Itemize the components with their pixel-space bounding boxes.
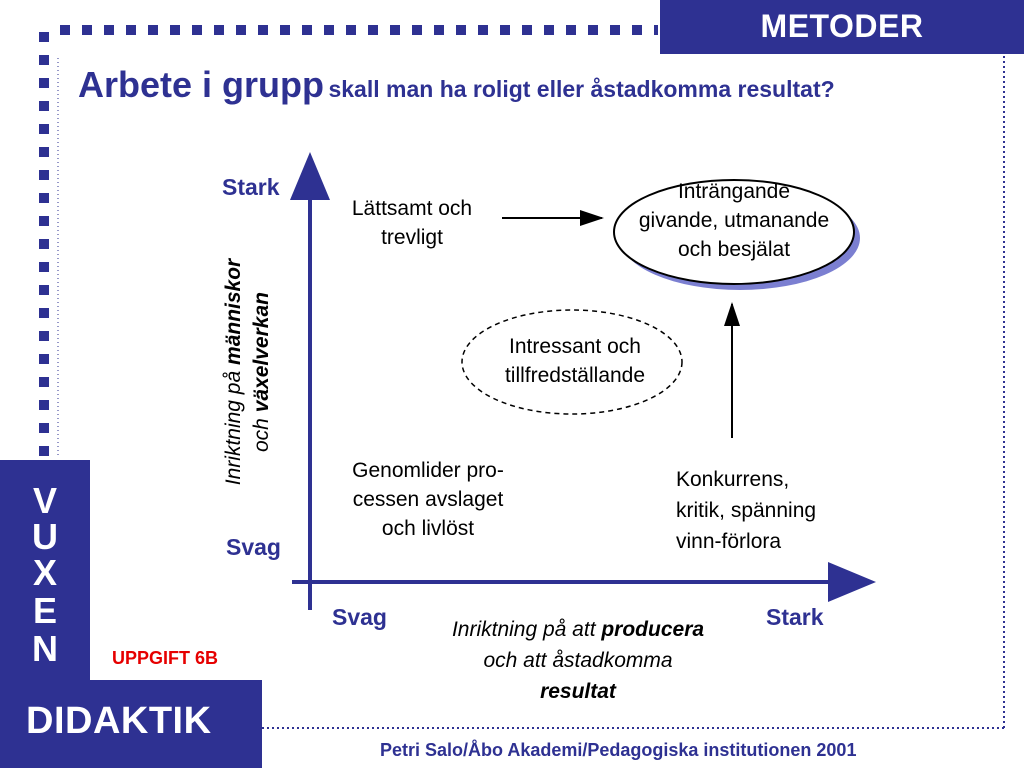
quadrant-text-line: cessen avslaget bbox=[352, 488, 504, 511]
brand-didaktik: DIDAKTIK bbox=[26, 700, 212, 742]
footer-credit: Petri Salo/Åbo Akademi/Pedagogiska insti… bbox=[380, 740, 857, 760]
title-main: Arbete i grupp bbox=[78, 64, 325, 105]
task-label: UPPGIFT 6B bbox=[112, 648, 219, 668]
quadrant-text-line: tillfredställande bbox=[504, 364, 646, 387]
brand-letter: X bbox=[32, 552, 57, 593]
x-title-bold: producera bbox=[601, 618, 705, 641]
brand-letter: V bbox=[32, 480, 57, 521]
quadrant-text-line: vinn-förlora bbox=[676, 530, 782, 553]
brand-letter: N bbox=[32, 628, 58, 669]
title-sub: skall man ha roligt eller åstadkomma res… bbox=[328, 76, 835, 102]
metoder-label: METODER bbox=[760, 8, 924, 44]
y-axis-low-label: Svag bbox=[226, 534, 281, 560]
quadrant-bottom-right: Konkurrens, kritik, spänning vinn-förlor… bbox=[676, 464, 866, 557]
quadrant-bottom-left: Genomlider pro- cessen avslaget och livl… bbox=[326, 456, 530, 543]
didaktik-block bbox=[0, 680, 262, 768]
quadrant-text-line: Genomlider pro- bbox=[352, 459, 504, 482]
brand-letter: U bbox=[32, 516, 58, 557]
quadrant-center: Intressant och tillfredställande bbox=[480, 332, 670, 390]
y-axis-title: Inriktning på människor och växelverkan bbox=[220, 222, 276, 522]
quadrant-text-line: Intressant och bbox=[509, 335, 641, 358]
y-axis-high-label: Stark bbox=[222, 174, 280, 200]
quadrant-text-line: givande, utmanande bbox=[638, 209, 830, 232]
x-title-bold3: resultat bbox=[540, 680, 616, 703]
quadrant-text-line: Inträngande bbox=[677, 180, 791, 203]
quadrant-text-line: trevligt bbox=[381, 226, 443, 249]
ellipse-center-dashed bbox=[461, 309, 683, 415]
quadrant-text-line: kritik, spänning bbox=[676, 499, 817, 522]
quadrant-text-line: Konkurrens, bbox=[676, 468, 790, 491]
x-axis-low-label: Svag bbox=[332, 604, 387, 630]
quadrant-top-right: Inträngande givande, utmanande och besjä… bbox=[604, 177, 864, 264]
x-axis-high-label: Stark bbox=[766, 604, 824, 630]
y-title-bold: människor bbox=[222, 258, 245, 365]
metoder-tab: METODER bbox=[660, 0, 1024, 54]
y-title-prefix: Inriktning på bbox=[222, 364, 245, 486]
x-title-line2: och att åstadkomma bbox=[483, 649, 673, 672]
x-title-prefix: Inriktning på att bbox=[451, 618, 602, 641]
ellipse-top-right bbox=[613, 179, 855, 285]
quadrant-text-line: och besjälat bbox=[677, 238, 791, 261]
brand-letter: E bbox=[32, 590, 57, 631]
x-axis-title: Inriktning på att producera och att åsta… bbox=[416, 614, 740, 707]
y-title-prefix2: och bbox=[250, 412, 273, 452]
page-title: Arbete i grupp skall man ha roligt eller… bbox=[78, 64, 835, 106]
quadrant-text-line: och livlöst bbox=[381, 517, 475, 540]
quadrant-text-line: Lättsamt och bbox=[351, 197, 473, 220]
quadrant-top-left: Lättsamt och trevligt bbox=[330, 194, 494, 252]
y-title-bold2: växelverkan bbox=[250, 292, 273, 413]
